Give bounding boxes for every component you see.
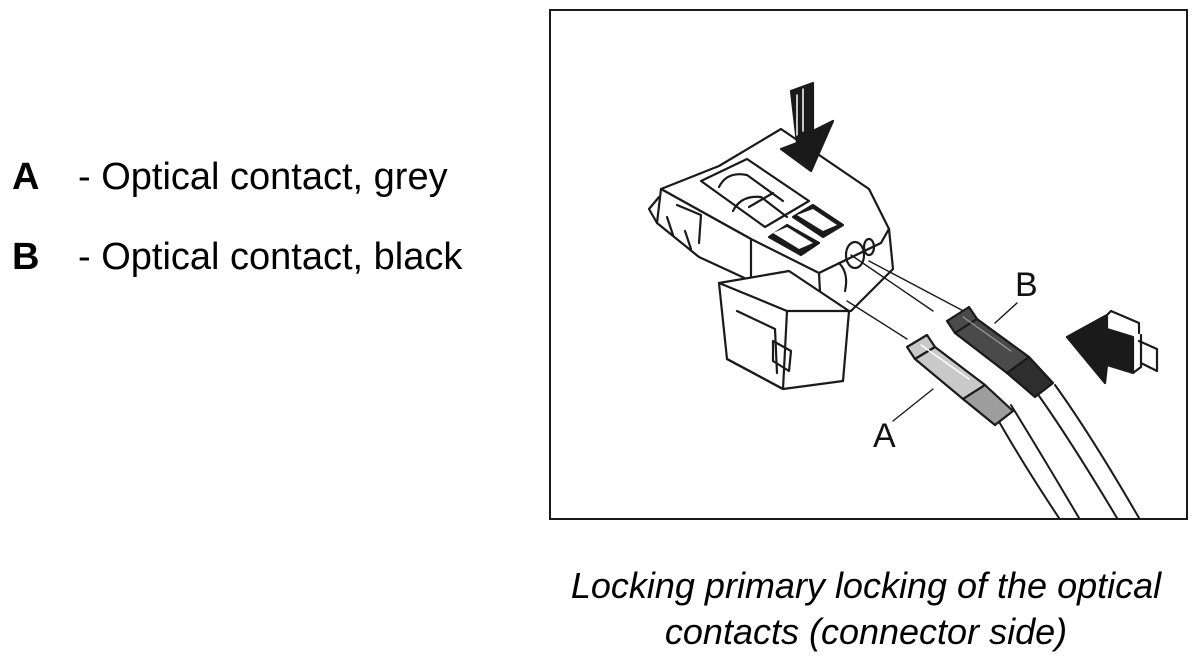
legend: A - Optical contact, grey B - Optical co… xyxy=(12,150,512,310)
caption-line: contacts (connector side) xyxy=(664,611,1068,652)
optical-contact-grey xyxy=(905,333,1015,427)
connector-housing xyxy=(647,127,895,391)
connector-illustration xyxy=(647,81,1159,518)
caption-line: Locking primary locking of the optical xyxy=(570,565,1162,606)
connector-illustration-frame: B A xyxy=(549,9,1188,520)
legend-description: - Optical contact, black xyxy=(78,236,463,278)
insertion-guide-lines xyxy=(846,254,972,340)
legend-letter: B xyxy=(12,236,40,278)
callout-b: B xyxy=(1015,266,1038,304)
locking-window xyxy=(767,203,845,257)
press-down-arrow xyxy=(779,81,835,173)
legend-letter: A xyxy=(12,156,40,198)
push-in-arrow xyxy=(1065,309,1159,385)
legend-description: - Optical contact, grey xyxy=(78,156,448,198)
legend-item-b: B - Optical contact, black xyxy=(12,230,512,310)
fiber-cables xyxy=(992,384,1140,518)
figure-caption: Locking primary locking of the optical c… xyxy=(540,563,1192,655)
legend-item-a: A - Optical contact, grey xyxy=(12,150,512,230)
callout-a: A xyxy=(873,417,896,455)
optical-contact-black xyxy=(945,305,1055,399)
